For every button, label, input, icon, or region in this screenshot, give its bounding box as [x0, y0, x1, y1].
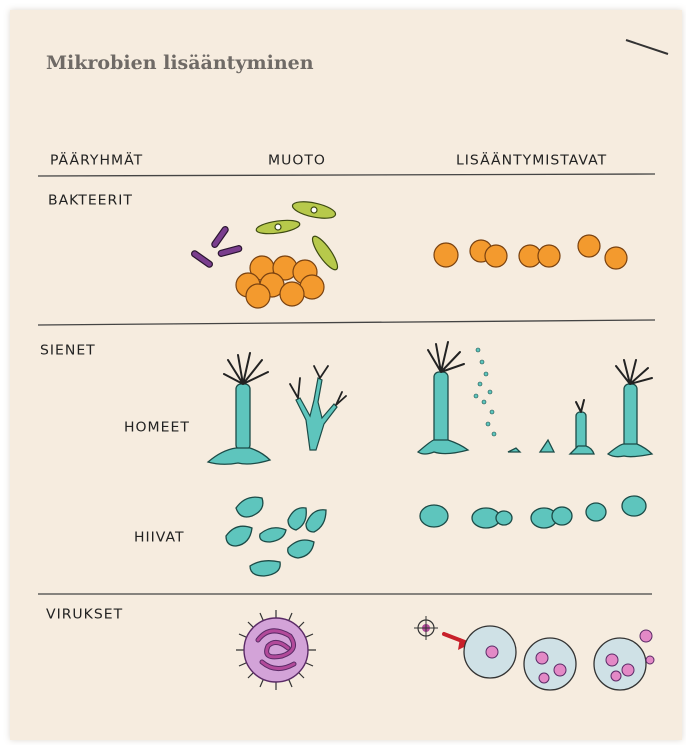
yeast-budding-sequence: [420, 496, 646, 528]
virus-shape-illustration: [236, 610, 316, 690]
mold-branching-hyphae: [296, 378, 337, 450]
divider-header: [38, 174, 655, 176]
bacteria-division-sequence: [434, 235, 627, 269]
mold-shape-illustration: [208, 353, 346, 464]
divider-bacteria-fungi: [38, 320, 655, 325]
bacteria-shape-illustration: [190, 199, 341, 308]
bacteria-rods-purple: [190, 225, 242, 268]
pencil-mark: [626, 40, 668, 54]
virus-infection-sequence: [414, 616, 654, 690]
mold-spore-dispersal: [418, 342, 652, 457]
bacteria-cocci-cluster: [236, 256, 324, 308]
yeast-shape-illustration: [226, 497, 326, 576]
